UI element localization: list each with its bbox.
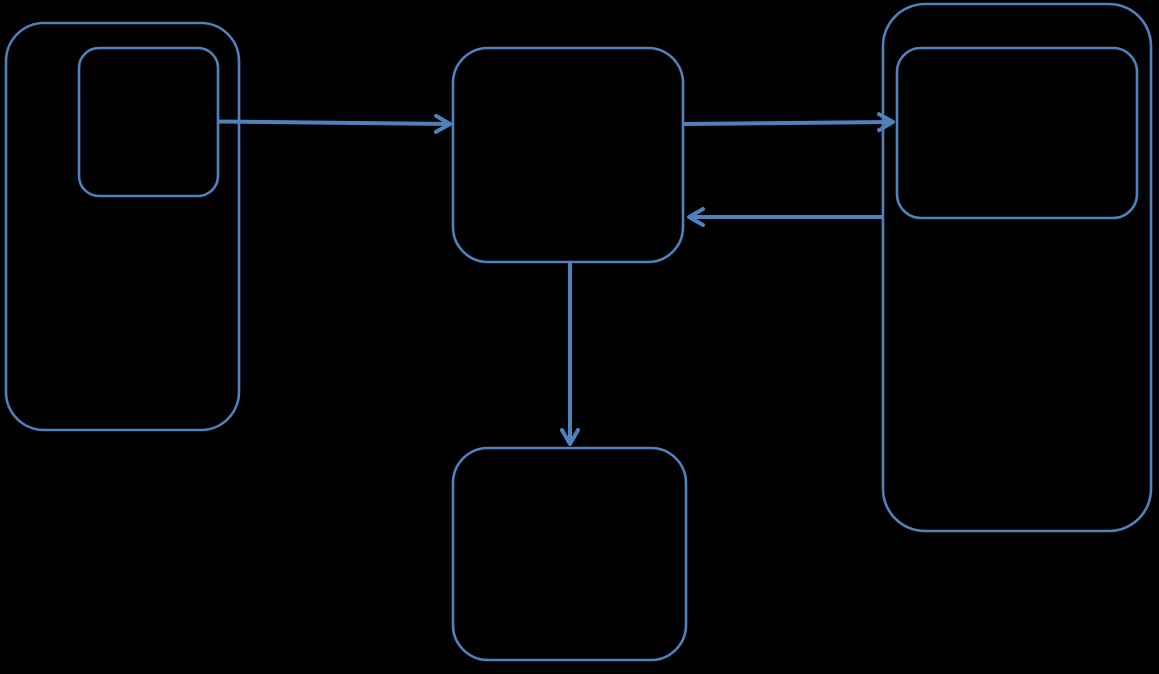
arrows-layer [217,112,895,446]
right-outer-group-box [881,2,1153,533]
arrow-center-to-right-inner [683,112,895,133]
bottom-box [451,446,688,662]
boxes-layer [4,2,1153,662]
right-inner-box [895,46,1139,220]
left-outer-group-box [4,21,241,432]
arrow-left-inner-to-center [217,113,452,134]
center-box [451,46,685,264]
